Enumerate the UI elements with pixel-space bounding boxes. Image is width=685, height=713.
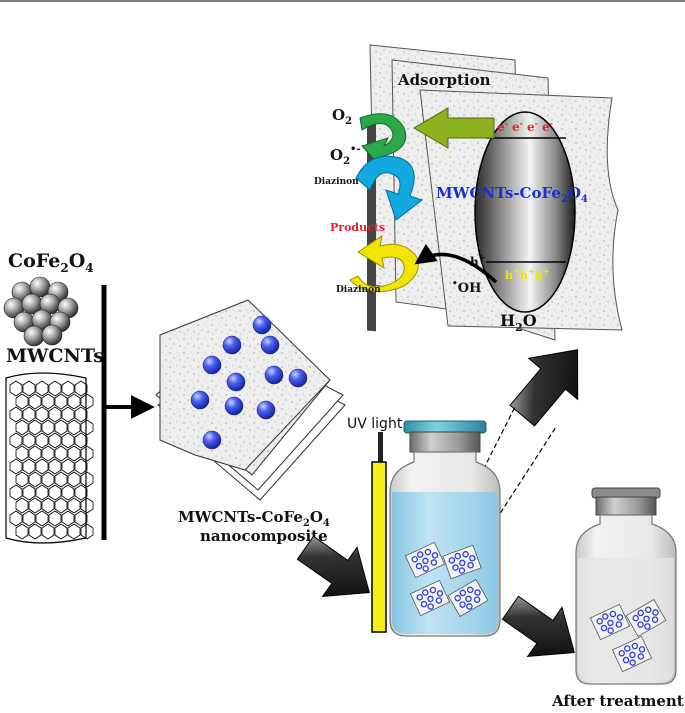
- cofe2o4-label: CoFe2O4: [8, 250, 94, 275]
- products-label: Products: [330, 221, 385, 234]
- uv-lamp-tip: [378, 432, 383, 464]
- mechanism-inset: Adsorption e-e-e-e- h+h+h+ MWCNTs-CoFe2O…: [314, 44, 623, 341]
- nanoparticle-bead: [288, 368, 308, 388]
- mwcnts-label: MWCNTs: [6, 345, 104, 367]
- nanoparticle-sphere: [23, 325, 45, 347]
- holes: h+h+h+: [505, 266, 550, 282]
- diazinon-oxidation-arrow-top: [355, 155, 424, 221]
- electrons: e-e-e-e-: [497, 118, 553, 134]
- h-plus-label: h+: [470, 252, 485, 269]
- uv-light-label: UV light: [347, 416, 403, 432]
- nanoparticle-bead: [252, 315, 272, 335]
- nanoparticle-bead: [226, 372, 246, 392]
- cofe2o4-nanoparticle-cluster-icon: [3, 276, 79, 347]
- adsorption-label: Adsorption: [397, 71, 491, 89]
- hole-label: h+: [535, 266, 550, 282]
- nanoparticle-bead: [264, 365, 284, 385]
- hole-transfer-arrow: [414, 243, 498, 284]
- nanocomposite-chip: [589, 603, 631, 641]
- arrow-to-mechanism: [509, 349, 579, 427]
- nanocomposite-label-line2: nanocomposite: [200, 527, 328, 545]
- o2-label: O2: [332, 106, 352, 127]
- after-treatment-label: After treatment: [551, 692, 684, 710]
- nanoparticle-bead: [202, 355, 222, 375]
- carbon-nanotube-icon: [5, 372, 94, 544]
- nanocomposite-chip: [404, 541, 446, 579]
- nanocomposite-chip: [625, 599, 667, 637]
- nanocomposite-chip: [611, 635, 653, 673]
- diazinon-oxidation-arrow-bottom: [349, 234, 419, 293]
- cofe2o4-group: CoFe2O4: [3, 250, 94, 347]
- diazinon-label-top: Diazinon: [314, 177, 359, 187]
- arrow-to-vial: [296, 535, 370, 598]
- electron-label: e-: [497, 118, 508, 134]
- nanoparticle-bead: [202, 430, 222, 450]
- nanocomposite-chip: [442, 544, 482, 580]
- catalyst-particle: [474, 111, 576, 313]
- arrow-to-after: [501, 595, 575, 658]
- uv-lamp: [371, 461, 387, 633]
- nanocomposite-label-line1: MWCNTs-CoFe2O4: [178, 508, 330, 529]
- catalyst-label: MWCNTs-CoFe2O4: [436, 184, 588, 205]
- o2-reduction-arrow: [359, 113, 407, 167]
- nanoparticle-beads: [190, 315, 308, 450]
- electron-label: e-: [542, 118, 553, 134]
- nanocomposite-chip: [409, 579, 451, 617]
- nanoparticle-bead: [260, 335, 280, 355]
- treatment-vial: [389, 420, 501, 637]
- nanocomposite-chip: [447, 579, 489, 617]
- electron-transfer-arrow: [413, 107, 495, 149]
- nanocomposite-sheets: [155, 299, 346, 501]
- nanoparticle-sphere: [41, 324, 63, 346]
- superoxide-label: O2•-: [330, 144, 361, 167]
- electron-label: e-: [527, 118, 538, 134]
- hydroxyl-radical-label: •OH: [452, 279, 481, 296]
- diazinon-label-bottom: Diazinon: [336, 285, 381, 295]
- after-treatment-vial: [575, 487, 677, 685]
- nanoparticle-bead: [224, 396, 244, 416]
- mwcnts-group: MWCNTs: [5, 345, 104, 544]
- nanoparticle-bead: [256, 400, 276, 420]
- nanoparticle-bead: [222, 335, 242, 355]
- hole-label: h+: [505, 266, 520, 282]
- water-label: H2O: [500, 311, 537, 334]
- electron-label: e-: [512, 118, 523, 134]
- hole-label: h+: [520, 266, 535, 282]
- nanoparticle-bead: [190, 390, 210, 410]
